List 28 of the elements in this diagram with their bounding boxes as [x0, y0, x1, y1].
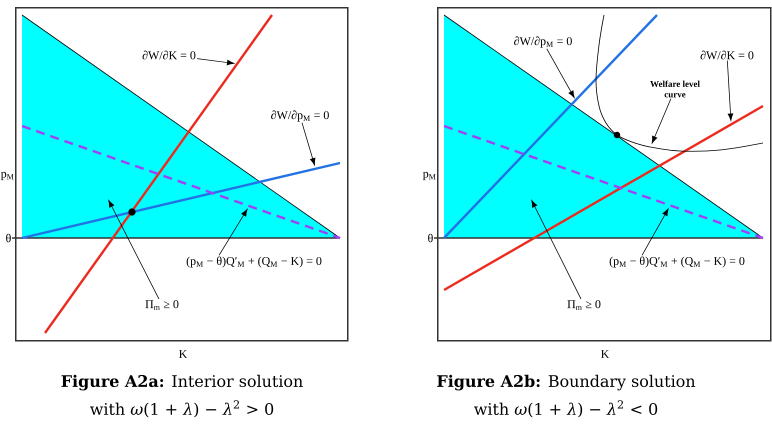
arrow: [546, 48, 575, 98]
arrow: [302, 122, 316, 166]
axis-label: K: [601, 350, 610, 358]
formula-label: (p$_{M}$ − θ)Q′$_{M}$ + (Q$_{M}$ − K) = 0: [186, 256, 322, 268]
arrow: [108, 200, 160, 300]
arrow: [196, 58, 234, 66]
figure-caption: Figure A2b: Boundary solution with ω(1 + λ) − λ$^{2}$ < 0: [437, 374, 696, 418]
axis-label: θ: [428, 234, 433, 242]
arrow: [652, 98, 672, 144]
arrow: [218, 209, 248, 256]
formula-label: Π$_{m}$ ≥ 0: [567, 300, 600, 310]
formula-label: ∂W/∂K = 0: [142, 50, 196, 60]
formula-label: Π$_{m}$ ≥ 0: [145, 300, 178, 310]
formula-label: ∂W/∂K = 0: [700, 50, 754, 60]
formula-label: ∂W/∂p$_{M}$ = 0: [514, 36, 572, 48]
axis-label: p$_{M}$: [0, 172, 14, 180]
formula-label: ∂W/∂p$_{M}$ = 0: [271, 110, 329, 122]
arrow: [726, 60, 734, 121]
axis-label: θ: [6, 234, 11, 242]
plot-frame: [437, 7, 772, 342]
arrow: [642, 208, 669, 256]
arrow: [531, 200, 582, 300]
curve-label: Welfare level curve: [650, 80, 700, 98]
axis-label: p$_{M}$: [422, 172, 436, 180]
plot-frame: [15, 7, 348, 342]
formula-label: (p$_{M}$ − θ)Q′$_{M}$ + (Q$_{M}$ − K) = 0: [610, 256, 744, 268]
axis-label: K: [179, 350, 188, 358]
figure-caption: Figure A2a: Interior solution with ω(1 + λ) − λ$^{2}$ > 0: [61, 374, 303, 418]
